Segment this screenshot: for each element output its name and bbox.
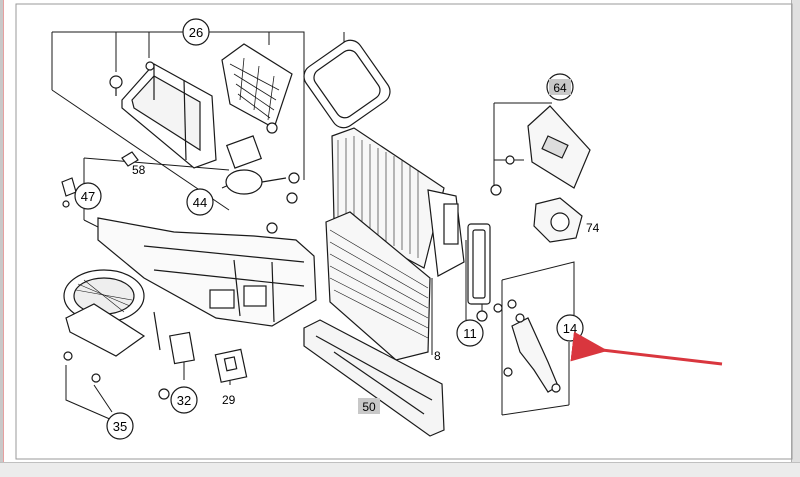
part-resistor-32 [153,311,195,400]
part-flap-grid [221,43,293,129]
svg-text:11: 11 [463,326,477,341]
callout-14: 14 [556,314,584,342]
svg-text:26: 26 [189,25,203,40]
part-main-housing [97,217,317,327]
part-26-upper-housing [121,63,217,169]
parts-diagram: 26 64 58 47 44 74 11 [15,3,793,460]
parts [61,39,591,437]
callout-47: 47 [74,182,102,210]
callout-44: 44 [186,188,214,216]
callout-58: 58 [132,163,146,177]
callout-35: 35 [106,412,134,440]
callout-11: 11 [456,319,484,347]
annotation-arrow [570,331,723,366]
part-screws-top [109,61,300,234]
part-pipe-bracket-14 [503,299,561,393]
part-gasket-11 [467,223,503,322]
svg-text:44: 44 [193,195,207,210]
svg-text:58: 58 [132,163,146,177]
svg-text:47: 47 [81,189,95,204]
callout-26: 26 [182,18,210,46]
part-actuator-74 [533,197,583,243]
svg-text:14: 14 [563,321,577,336]
part-module-29 [214,348,248,383]
svg-text:29: 29 [222,393,236,407]
part-clip-58 [121,151,139,167]
part-servo-motor [225,135,287,195]
part-heater-core [325,211,431,361]
part-blower-motor [63,269,146,383]
window-left-edge [0,0,4,477]
svg-text:74: 74 [586,221,600,235]
diagram-frame [15,3,793,460]
part-bracket-47 [61,177,77,208]
callout-29: 29 [222,393,236,407]
svg-text:64: 64 [553,81,567,95]
svg-text:32: 32 [177,393,191,408]
callout-50: 50 [358,398,380,414]
part-lower-tray [303,319,445,437]
callout-74: 74 [586,221,600,235]
svg-text:8: 8 [434,349,441,363]
svg-text:35: 35 [113,419,127,434]
callout-8: 8 [434,349,441,363]
callout-64: 64 [546,73,574,101]
part-seal-frame [303,39,391,129]
window-status-bar [0,462,800,477]
part-actuator-64 [490,105,591,196]
callout-32: 32 [170,386,198,414]
svg-text:50: 50 [362,400,376,414]
callout-labels: 26 64 58 47 44 74 11 [74,18,600,440]
